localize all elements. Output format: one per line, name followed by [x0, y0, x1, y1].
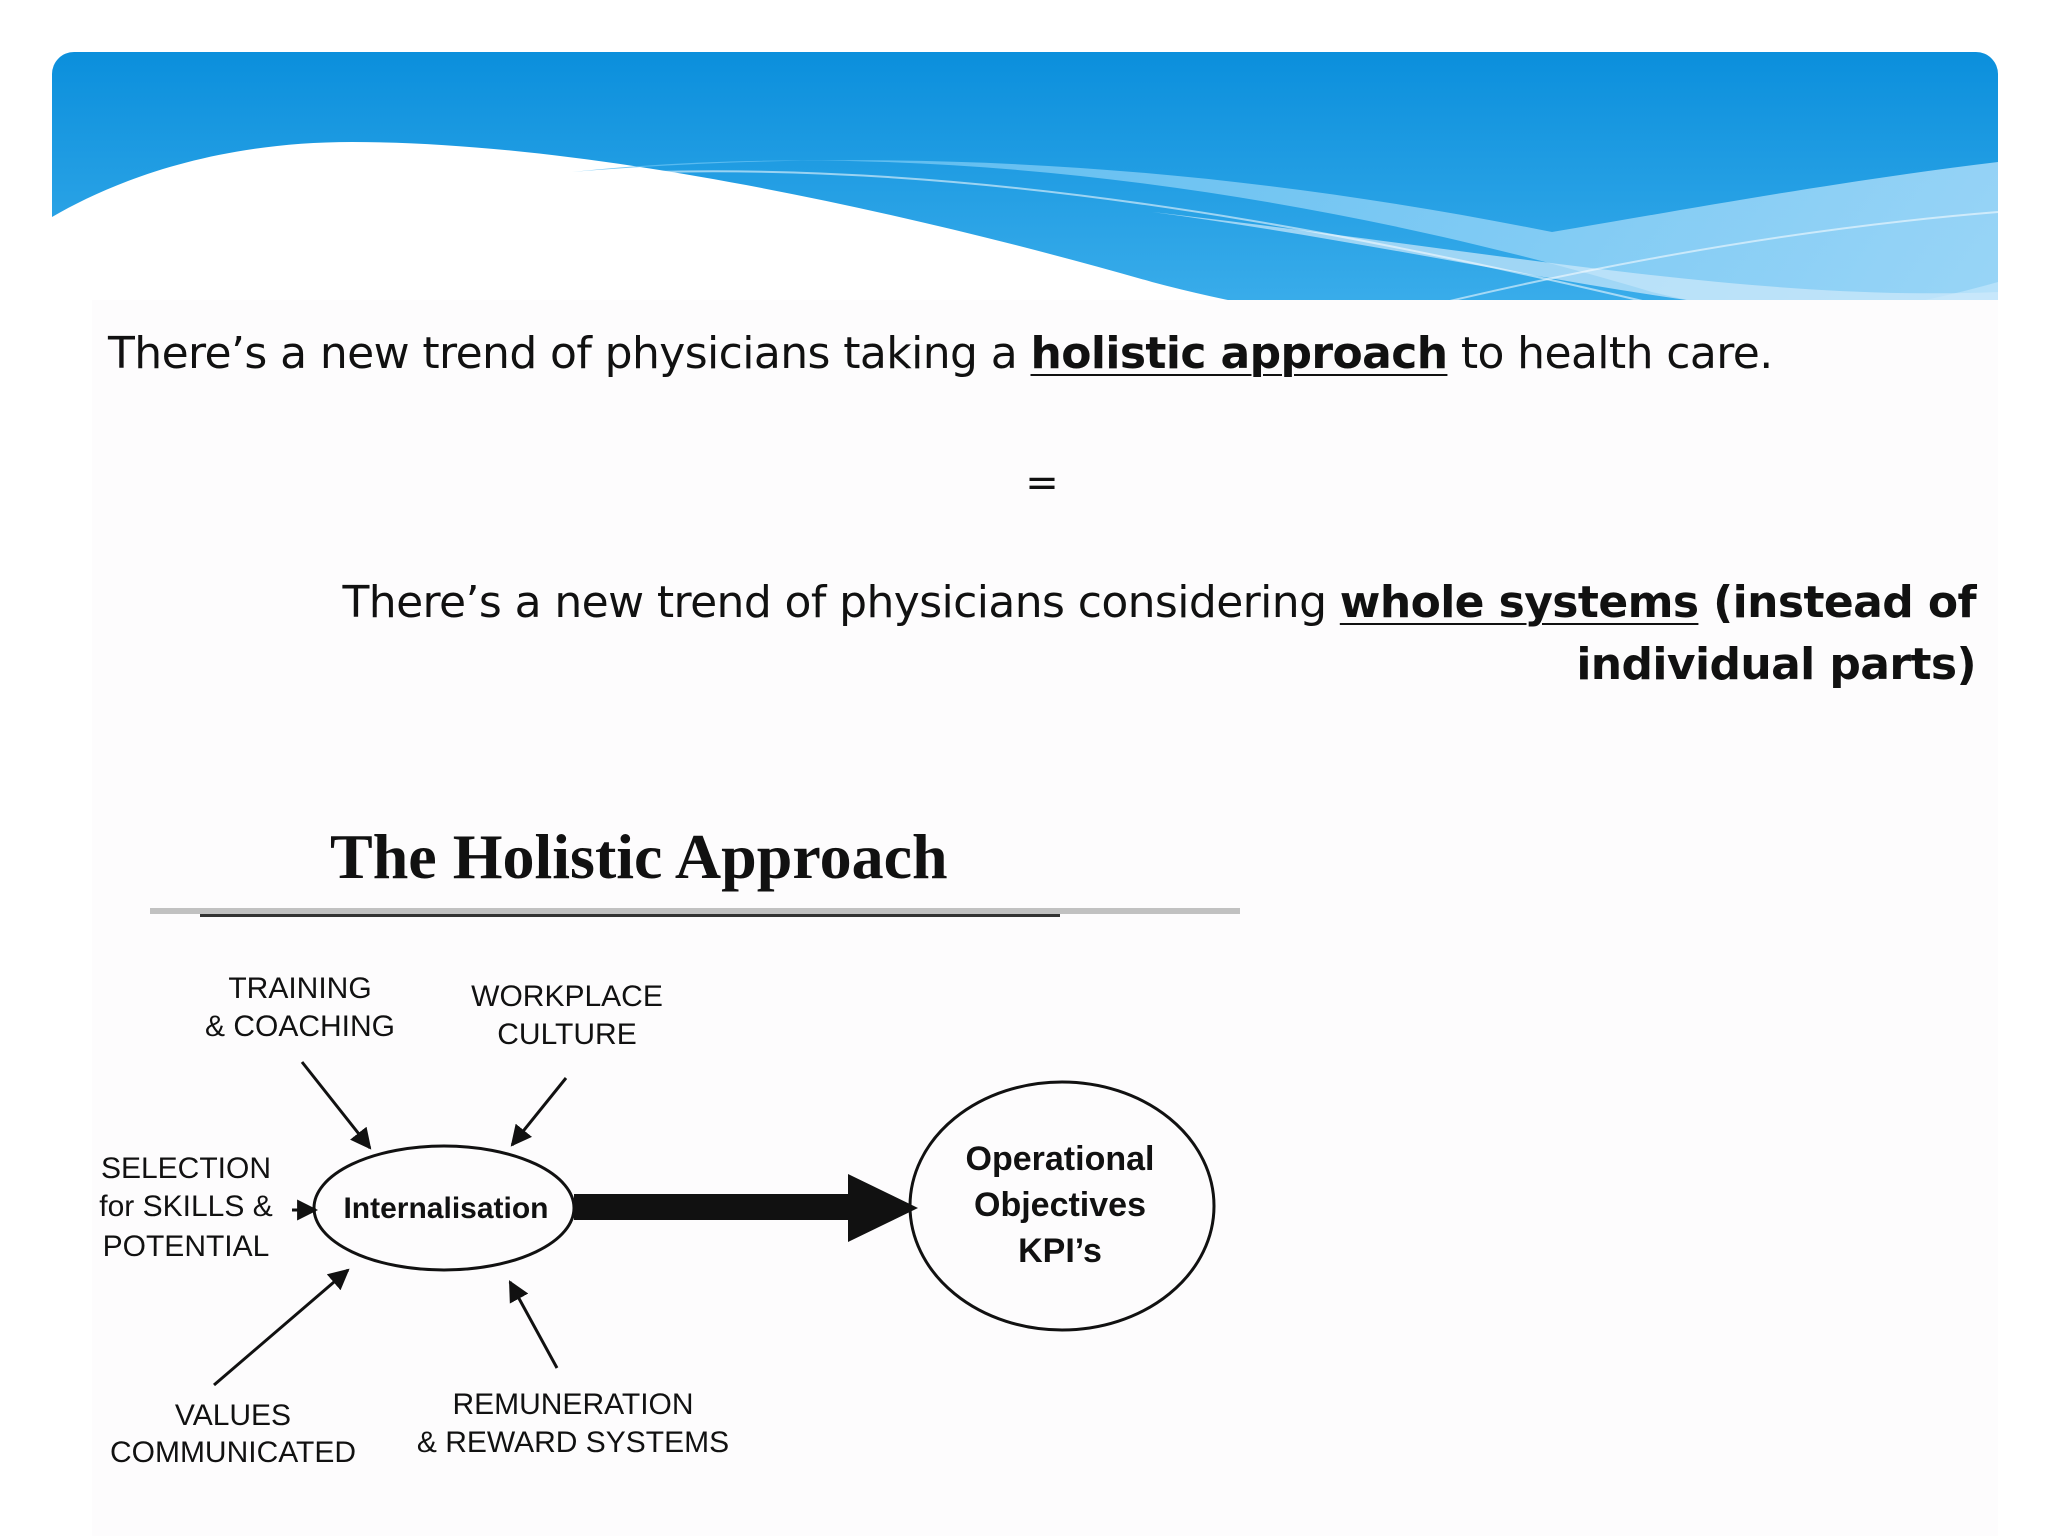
arrow-training — [300, 1061, 372, 1150]
svg-text:TRAINING: TRAINING — [228, 972, 371, 1005]
statement-post: to health care. — [1447, 328, 1773, 379]
restatement-text: There’s a new trend of physicians consid… — [120, 572, 1977, 696]
arrow-workplace — [510, 1077, 568, 1147]
svg-text:COMMUNICATED: COMMUNICATED — [110, 1436, 356, 1469]
svg-text:WORKPLACE: WORKPLACE — [471, 980, 663, 1013]
svg-text:Operational: Operational — [966, 1140, 1155, 1178]
holistic-approach-diagram: The Holistic Approach TRAINING & COACHIN… — [99, 821, 1240, 1469]
svg-text:REMUNERATION: REMUNERATION — [452, 1388, 693, 1421]
svg-text:Objectives: Objectives — [974, 1186, 1146, 1224]
outcome-ellipse — [908, 1080, 1216, 1332]
restatement-emphasis: whole systems — [1339, 577, 1699, 628]
equals-sign: = — [1025, 460, 1059, 506]
main-arrow-shaft — [574, 1194, 854, 1220]
remuneration-label: REMUNERATION & REWARD SYSTEMS — [417, 1388, 729, 1459]
svg-text:POTENTIAL: POTENTIAL — [103, 1230, 270, 1263]
statement-text: There’s a new trend of physicians taking… — [108, 328, 1773, 379]
header-wave-banner — [52, 52, 1998, 353]
svg-text:& REWARD SYSTEMS: & REWARD SYSTEMS — [417, 1426, 729, 1459]
svg-text:CULTURE: CULTURE — [497, 1018, 636, 1051]
svg-text:SELECTION: SELECTION — [101, 1152, 271, 1185]
svg-text:KPI’s: KPI’s — [1018, 1232, 1102, 1270]
internalisation-label: Internalisation — [343, 1192, 548, 1225]
restatement-post: (instead of individual parts) — [1576, 577, 1976, 690]
restatement-pre: There’s a new trend of physicians consid… — [342, 577, 1340, 628]
svg-text:& COACHING: & COACHING — [205, 1010, 395, 1043]
workplace-label: WORKPLACE CULTURE — [471, 980, 663, 1051]
arrow-remuneration — [508, 1280, 559, 1369]
main-arrow-head — [848, 1174, 918, 1242]
svg-text:VALUES: VALUES — [175, 1399, 291, 1432]
outcome-label: Operational Objectives KPI’s — [966, 1140, 1155, 1270]
title-underline — [150, 908, 1240, 914]
statement-emphasis: holistic approach — [1030, 328, 1449, 379]
statement-pre: There’s a new trend of physicians taking… — [108, 328, 1031, 379]
diagram-title: The Holistic Approach — [330, 821, 948, 892]
arrow-values — [213, 1268, 350, 1387]
svg-text:for SKILLS &: for SKILLS & — [99, 1190, 272, 1223]
values-label: VALUES COMMUNICATED — [110, 1399, 356, 1469]
training-label: TRAINING & COACHING — [205, 972, 395, 1043]
title-underline-strong — [200, 914, 1060, 917]
selection-label: SELECTION for SKILLS & POTENTIAL — [99, 1152, 272, 1263]
